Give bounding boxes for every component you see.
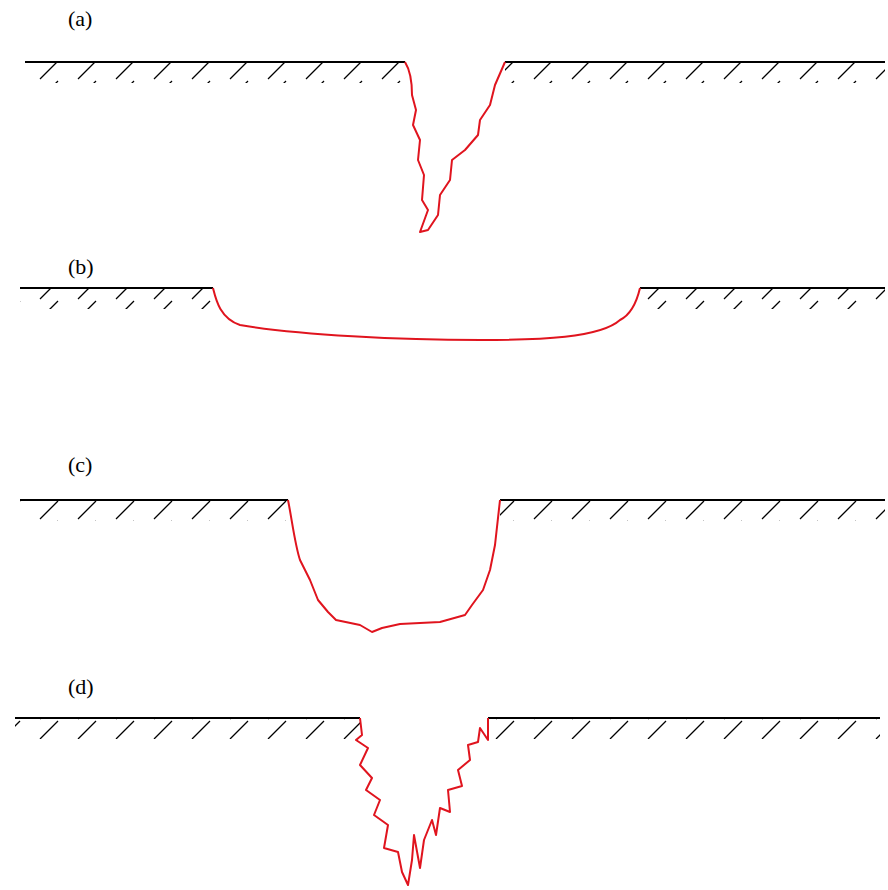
panel-label: (b): [68, 256, 94, 278]
damage-profile: [213, 62, 640, 885]
ground-hatching: [15, 63, 885, 739]
ground-surface: [15, 62, 885, 718]
panel-label: (d): [68, 676, 94, 698]
panel-label: (c): [68, 454, 92, 476]
panel-label: (a): [68, 8, 92, 30]
